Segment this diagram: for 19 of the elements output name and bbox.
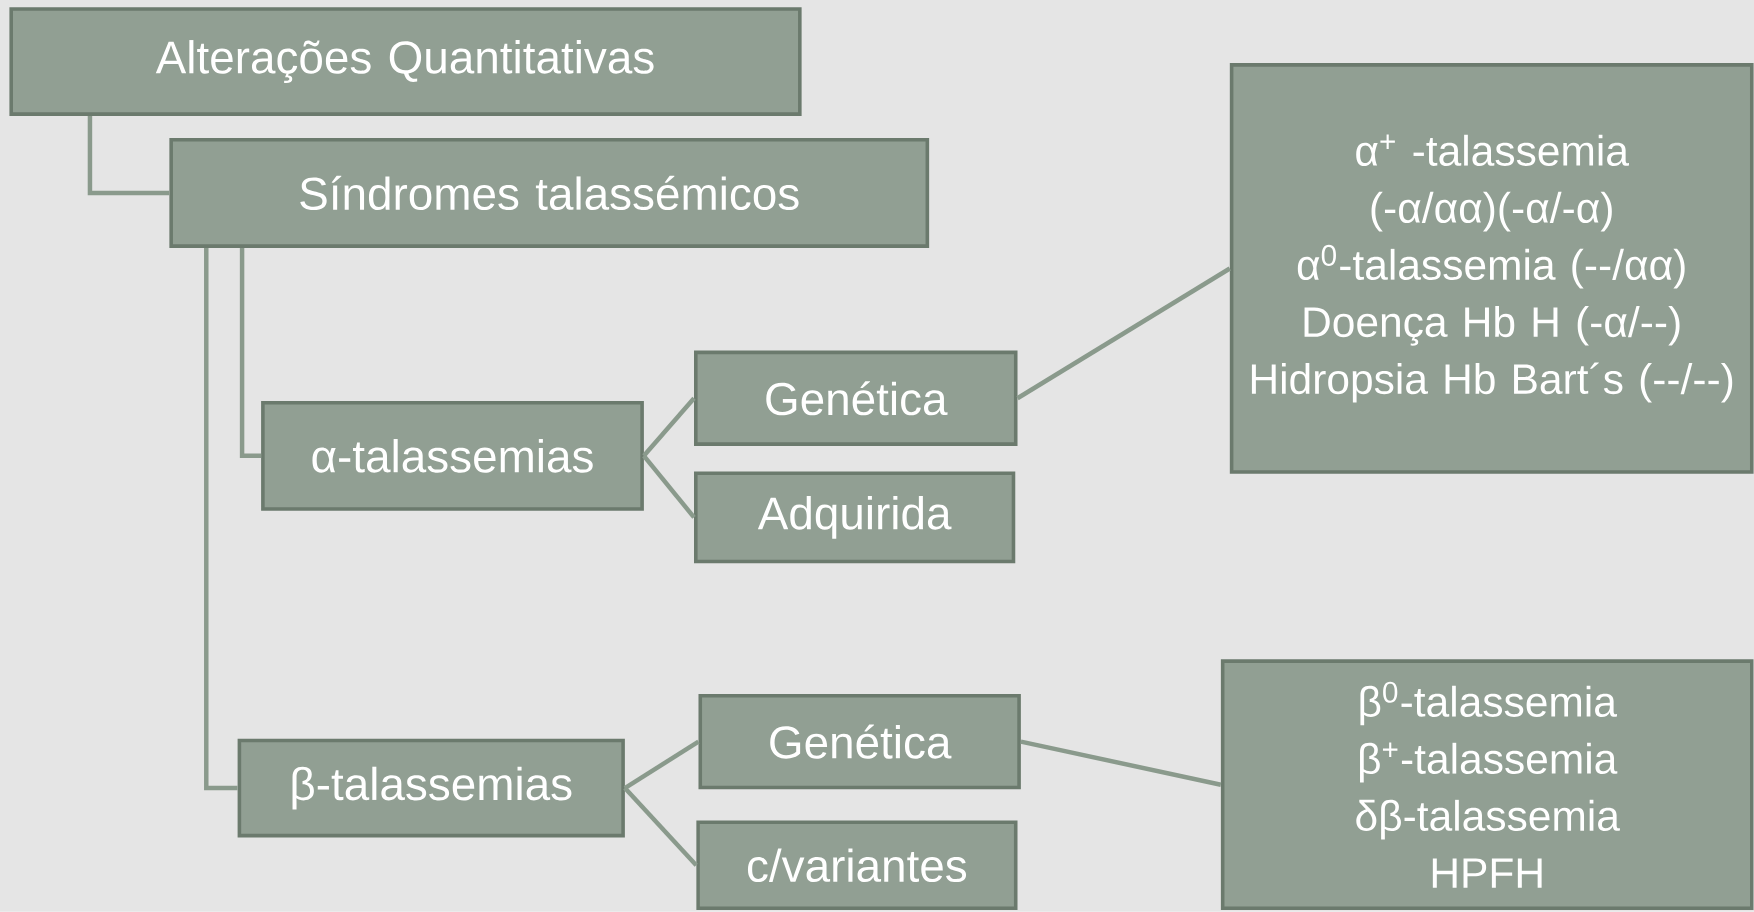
text-box: β$^{0}$-talassemia β$^{+}$-talassemia δβ-talassemia HPFH <box>1220 659 1754 911</box>
label-box: Adquirida <box>694 471 1016 564</box>
connector-line <box>87 116 170 196</box>
label-box: β-talassemias <box>237 738 625 838</box>
connector-line <box>642 396 696 458</box>
label-box: Genética <box>694 350 1018 447</box>
label-box: c/variantes <box>696 820 1018 911</box>
connector-line <box>239 248 262 459</box>
label-box: Síndromes talassémicos <box>169 138 930 249</box>
label-box: Alterações Quantitativas <box>9 7 802 117</box>
connector-line <box>1020 739 1222 788</box>
label-box: α-talassemias <box>261 401 644 511</box>
label-box: Genética <box>698 694 1021 790</box>
connector-line <box>1016 266 1231 401</box>
connector-line <box>623 786 698 867</box>
connector-line <box>204 248 238 791</box>
text-box: α$^{+}$ -talassemia (-α/αα)(-α/-α) α$^{0}$-talassemia (--/αα) Doença Hb H (-α/--) Hidropsia Hb Bart´s (--/--) <box>1229 63 1754 474</box>
connector-line <box>623 739 700 791</box>
connector-line <box>642 454 696 519</box>
